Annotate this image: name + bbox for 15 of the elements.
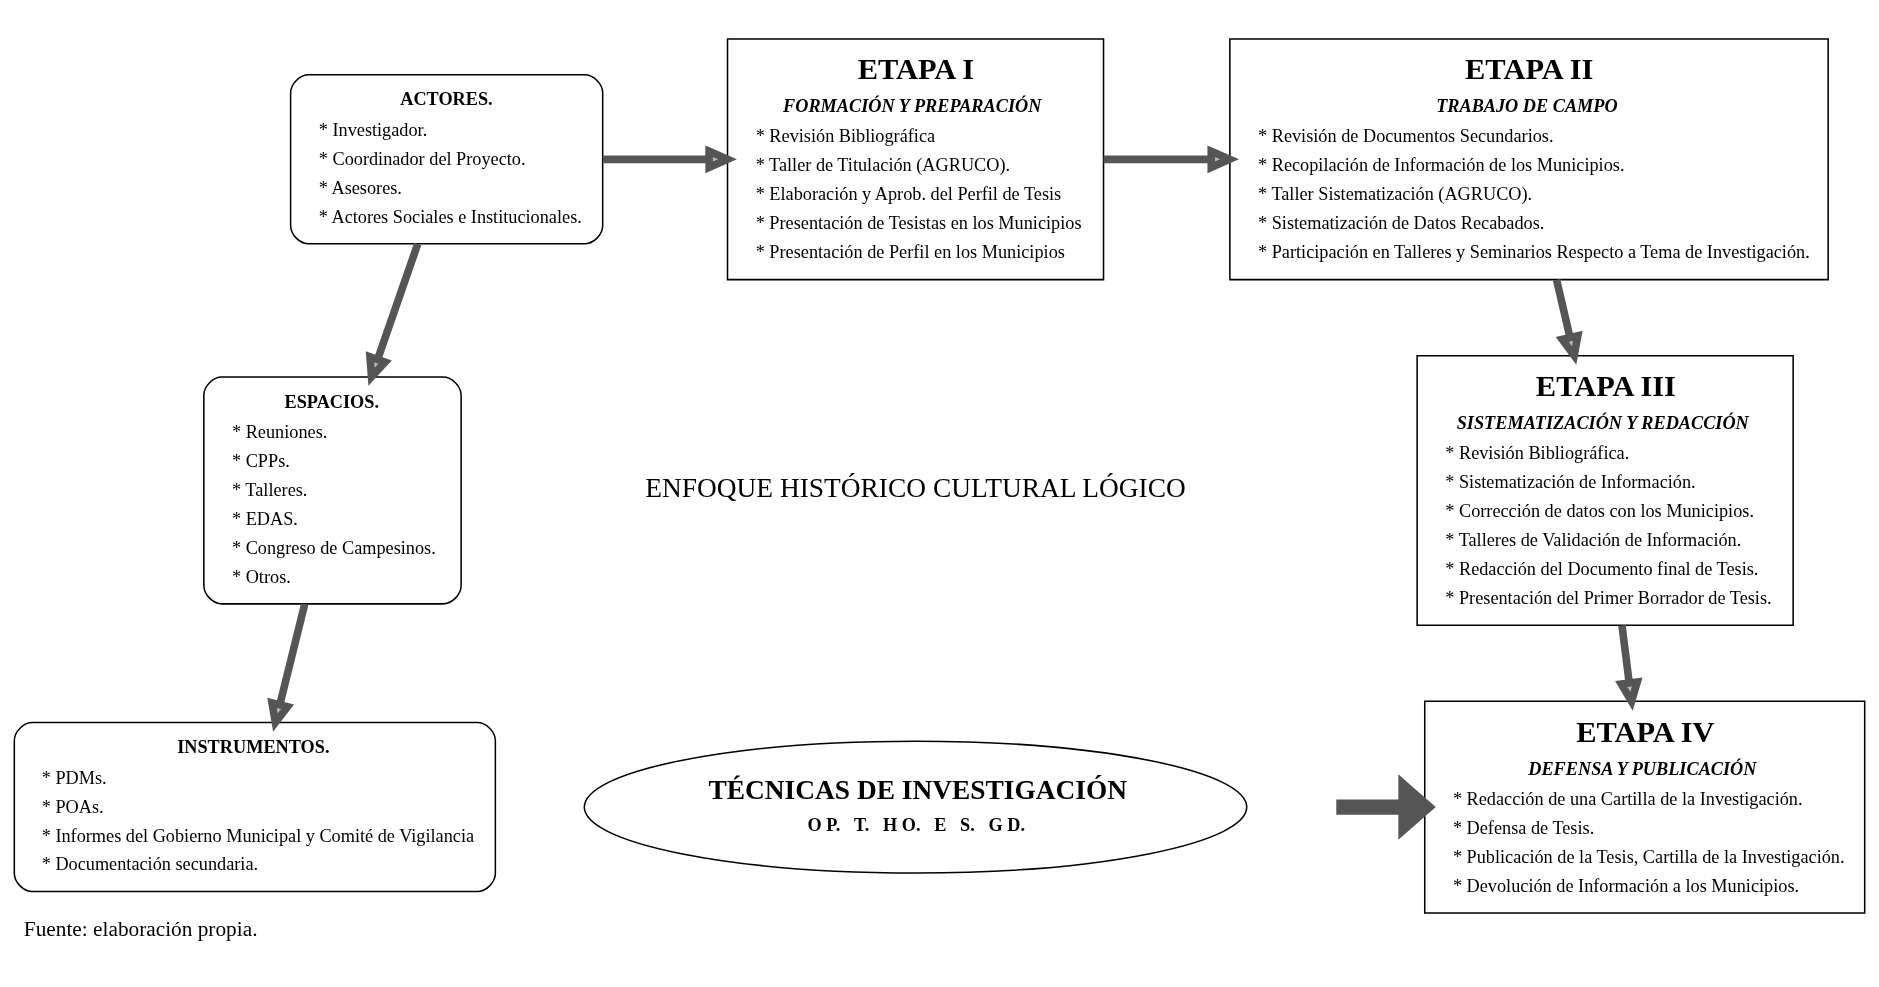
caption: Fuente: elaboración propia.: [23, 917, 258, 942]
label: ENFOQUE HISTÓRICO CULTURAL LÓGICO: [645, 473, 1186, 504]
arrow: [1615, 624, 1643, 711]
arrow: [365, 242, 422, 386]
node-box: ESPACIOS. * Reuniones. * CPPs. * Talleres. * EDAS. * Congreso de Campesinos. * Otros.: [203, 376, 462, 605]
node-box: ETAPA IV DEFENSA Y PUBLICACIÓN * Redacción de una Cartilla de la Investigación. * Defensa de Tesis. * Publicación de la Tesis, Cartilla de la Investigación. * Devolución de Información a los Municipios.: [1424, 700, 1866, 914]
node-box: ETAPA I FORMACIÓN Y PREPARACIÓN * Revisión Bibliográfica * Taller de Titulación (AGRUCO). * Elaboración y Aprob. del Perfil de Tesis * Presentación de Tesistas en los Municipios * Presentación de Perfil en los Municipios: [726, 38, 1105, 281]
node-box: ETAPA III SISTEMATIZACIÓN Y REDACCIÓN * Revisión Bibliográfica. * Sistematización de Información. * Corrección de datos con los Municipios. * Talleres de Validación de Información. * Redacción del Documento final de Tesis. * Presentación del Primer Borrador de Tesis.: [1416, 354, 1794, 626]
node-ellipse: TÉCNICAS DE INVESTIGACIÓN O P. T. H O. E S. G D.: [583, 740, 1248, 874]
arrow: [267, 603, 309, 732]
arrow: [1552, 278, 1583, 365]
node-box: INSTRUMENTOS. * PDMs. * POAs. * Informes del Gobierno Municipal y Comité de Vigilancia * Documentación secundaria.: [13, 721, 497, 893]
node-box: ACTORES. * Investigador. * Coordinador del Proyecto. * Asesores. * Actores Sociales e Institucionales.: [289, 74, 604, 245]
node-box: ETAPA II TRABAJO DE CAMPO * Revisión de Documentos Secundarios. * Recopilación de Información de los Municipios. * Taller Sistematización (AGRUCO). * Sistematización de Datos Recabados. * Participación en Talleres y Seminarios Respecto a Tema de Investigación.: [1229, 38, 1829, 281]
arrow: [1336, 774, 1436, 840]
